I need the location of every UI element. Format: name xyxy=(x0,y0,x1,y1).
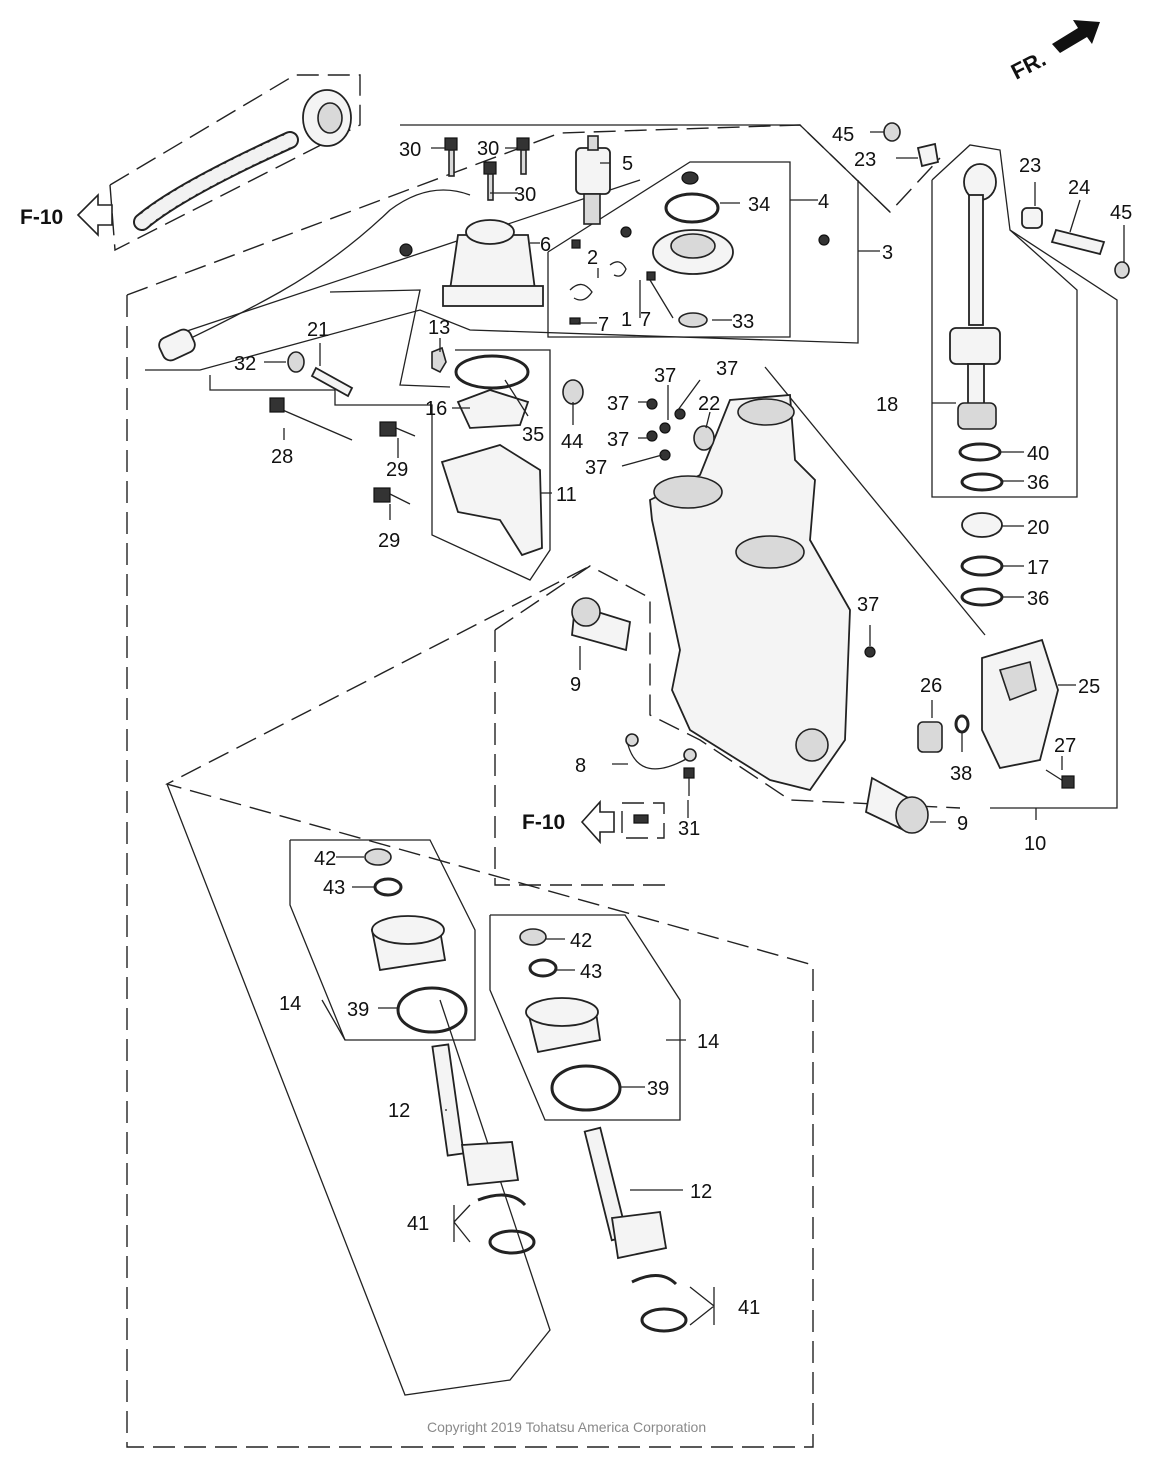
callout-36-b[interactable]: 36 xyxy=(1027,588,1049,610)
copyright-text: Copyright 2019 Tohatsu America Corporati… xyxy=(427,1419,706,1435)
callout-labels: 30 30 30 5 34 4 6 3 2 7 1 7 33 13 21 32 … xyxy=(234,124,1132,1319)
callout-16[interactable]: 16 xyxy=(425,398,447,420)
ref-f10-center-label: F-10 xyxy=(522,811,565,834)
piston-left xyxy=(431,1043,536,1255)
callout-41-a[interactable]: 41 xyxy=(407,1213,429,1235)
callout-35[interactable]: 35 xyxy=(522,424,544,446)
callout-17[interactable]: 17 xyxy=(1027,557,1049,579)
callout-10[interactable]: 10 xyxy=(1024,833,1046,855)
leader-lines xyxy=(264,131,1125,1326)
callout-12-a[interactable]: 12 xyxy=(388,1100,410,1122)
callout-31[interactable]: 31 xyxy=(678,818,700,840)
piston-right xyxy=(583,1126,688,1333)
callout-44[interactable]: 44 xyxy=(561,431,583,453)
callout-5[interactable]: 5 xyxy=(622,153,633,175)
callout-20[interactable]: 20 xyxy=(1027,517,1049,539)
callout-30-a[interactable]: 30 xyxy=(399,139,421,161)
callout-9-b[interactable]: 9 xyxy=(957,813,968,835)
callout-23-a[interactable]: 23 xyxy=(854,149,876,171)
hose-part xyxy=(133,89,352,231)
bolts-30 xyxy=(444,137,530,201)
ref-f10-left-label: F-10 xyxy=(20,206,63,229)
callout-9-a[interactable]: 9 xyxy=(570,674,581,696)
pin-group xyxy=(883,122,1130,279)
callout-14-b[interactable]: 14 xyxy=(697,1031,719,1053)
callout-37-f[interactable]: 37 xyxy=(857,594,879,616)
callout-7-a[interactable]: 7 xyxy=(598,314,609,336)
small-parts-1-2-7 xyxy=(569,226,656,325)
fittings-37 xyxy=(562,379,876,658)
callout-22[interactable]: 22 xyxy=(698,393,720,415)
callout-39-b[interactable]: 39 xyxy=(647,1078,669,1100)
callout-41-b[interactable]: 41 xyxy=(738,1297,760,1319)
callout-4[interactable]: 4 xyxy=(818,191,829,213)
callout-42-a[interactable]: 42 xyxy=(314,848,336,870)
callout-42-b[interactable]: 42 xyxy=(570,930,592,952)
ground-wire-part xyxy=(625,733,697,796)
cap-group-left xyxy=(364,848,468,1034)
callout-43-b[interactable]: 43 xyxy=(580,961,602,983)
callout-33[interactable]: 33 xyxy=(732,311,754,333)
callout-37-b[interactable]: 37 xyxy=(654,365,676,387)
fittings-left xyxy=(269,351,416,505)
callout-13[interactable]: 13 xyxy=(428,317,450,339)
callout-37-d[interactable]: 37 xyxy=(607,429,629,451)
callout-32[interactable]: 32 xyxy=(234,353,256,375)
callout-29-a[interactable]: 29 xyxy=(386,459,408,481)
harness-cable-part xyxy=(158,189,471,362)
bushing-9 xyxy=(571,597,929,834)
callout-28[interactable]: 28 xyxy=(271,446,293,468)
reservoir-group xyxy=(917,638,1075,789)
callout-8[interactable]: 8 xyxy=(575,755,586,777)
callout-3[interactable]: 3 xyxy=(882,242,893,264)
callout-24[interactable]: 24 xyxy=(1068,177,1090,199)
callout-37-c[interactable]: 37 xyxy=(716,358,738,380)
front-label: FR. xyxy=(1007,46,1050,84)
ref-f10-center[interactable]: F-10 xyxy=(522,799,665,845)
callout-39-a[interactable]: 39 xyxy=(347,999,369,1021)
callout-34[interactable]: 34 xyxy=(748,194,770,216)
callout-21[interactable]: 21 xyxy=(307,319,329,341)
callout-27[interactable]: 27 xyxy=(1054,735,1076,757)
callout-23-b[interactable]: 23 xyxy=(1019,155,1041,177)
callout-38[interactable]: 38 xyxy=(950,763,972,785)
callout-14-a[interactable]: 14 xyxy=(279,993,301,1015)
callout-6[interactable]: 6 xyxy=(540,234,551,256)
trim-motor-part xyxy=(399,219,544,307)
callout-12-b[interactable]: 12 xyxy=(690,1181,712,1203)
callout-11[interactable]: 11 xyxy=(556,484,577,506)
group-outlines xyxy=(109,74,1118,1448)
ref-f10-left[interactable]: F-10 xyxy=(20,193,113,237)
callout-7-b[interactable]: 7 xyxy=(640,309,651,331)
valve-bracket-group xyxy=(431,346,543,557)
callout-18[interactable]: 18 xyxy=(876,394,898,416)
callout-1[interactable]: 1 xyxy=(621,309,632,331)
callout-45-a[interactable]: 45 xyxy=(832,124,854,146)
callout-30-b[interactable]: 30 xyxy=(477,138,499,160)
callout-37-a[interactable]: 37 xyxy=(607,393,629,415)
callout-45-b[interactable]: 45 xyxy=(1110,202,1132,224)
valve-part-5 xyxy=(575,135,611,225)
cap-group-right xyxy=(519,928,622,1112)
front-direction-arrow: FR. xyxy=(1007,20,1100,84)
callout-29-b[interactable]: 29 xyxy=(378,530,400,552)
callout-25[interactable]: 25 xyxy=(1078,676,1100,698)
cylinder-body-part xyxy=(649,394,851,792)
callout-40[interactable]: 40 xyxy=(1027,443,1049,465)
callout-2[interactable]: 2 xyxy=(587,247,598,269)
pump-group-4 xyxy=(652,171,830,328)
tilt-rod-group xyxy=(949,163,1004,607)
callout-43-a[interactable]: 43 xyxy=(323,877,345,899)
callout-30-c[interactable]: 30 xyxy=(514,184,536,206)
callout-36-a[interactable]: 36 xyxy=(1027,472,1049,494)
callout-37-e[interactable]: 37 xyxy=(585,457,607,479)
callout-26[interactable]: 26 xyxy=(920,675,942,697)
